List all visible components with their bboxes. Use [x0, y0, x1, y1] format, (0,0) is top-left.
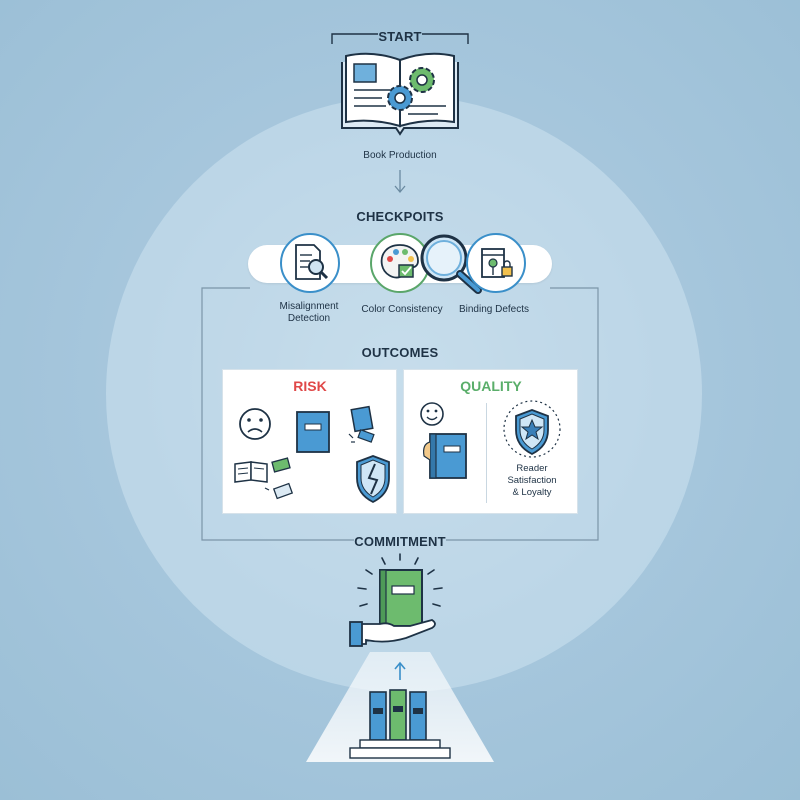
checkpoint-misalignment [280, 233, 340, 293]
risk-illustration [234, 405, 390, 504]
start-bracket [331, 33, 469, 44]
quality-title: QUALITY [460, 378, 522, 394]
checkpoints-heading: CHECKPOITS [356, 209, 444, 224]
torn-pages-icon [234, 457, 294, 500]
risk-panel: RISK [222, 369, 397, 514]
checkpoint-binding [466, 233, 526, 293]
outcomes-heading: OUTCOMES [361, 345, 439, 360]
quality-caption: Reader Satisfaction & Loyalty [507, 463, 557, 498]
sad-face-icon [239, 408, 271, 440]
quality-illustration [420, 400, 561, 479]
hand-holding-book-icon [349, 553, 443, 647]
quality-divider [486, 403, 487, 503]
broken-shield-icon [356, 455, 390, 504]
star-shield-icon [503, 400, 561, 458]
up-arrow-icon [394, 661, 406, 680]
start-caption: Book Production [363, 150, 437, 161]
happy-face-icon [420, 402, 444, 426]
palette-icon [380, 244, 419, 279]
down-arrow-icon [394, 170, 406, 194]
commitment-heading: COMMITMENT [354, 534, 446, 549]
risk-title: RISK [293, 378, 327, 394]
start-heading: START [378, 29, 422, 44]
checkpoint-color-label: Color Consistency [361, 304, 443, 315]
document-magnifier-icon [295, 244, 329, 280]
quality-panel: QUALITY Reader Satisfaction & Loyalty [403, 369, 578, 514]
damaged-book-icon [348, 405, 375, 443]
binding-lock-icon [481, 248, 513, 278]
open-book-gears-icon [341, 52, 459, 136]
checkpoint-color [370, 233, 430, 293]
checkpoint-binding-label: Binding Defects [458, 304, 530, 315]
book-stack-pedestal-icon [349, 689, 451, 759]
closed-book-icon [296, 411, 330, 453]
reader-book-icon [423, 433, 467, 479]
checkpoint-misalignment-label: Misalignment Detection [279, 301, 339, 324]
